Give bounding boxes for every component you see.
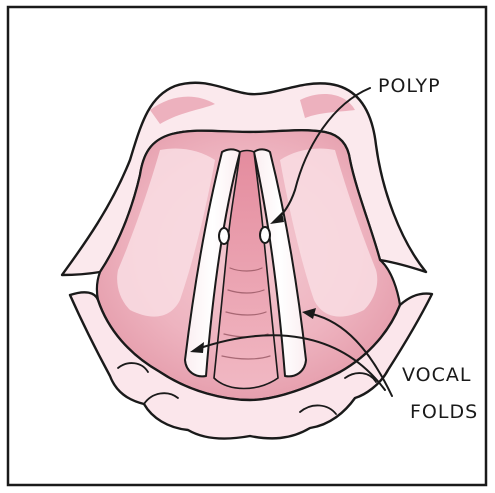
vocal-label-line1: VOCAL [402,364,471,386]
vocal-label-line2: FOLDS [410,401,478,423]
polyp-label: POLYP [378,75,441,97]
right-polyp [260,227,270,243]
left-polyp [219,228,229,244]
